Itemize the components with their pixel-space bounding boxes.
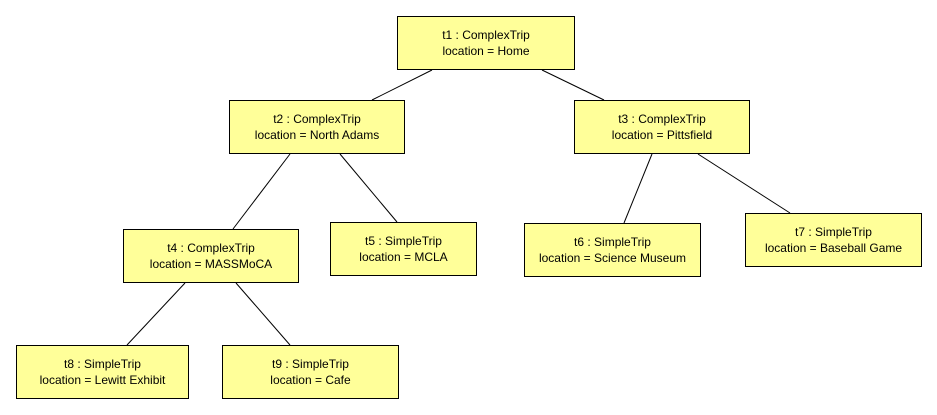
object-node-t6[interactable]: t6 : SimpleTrip location = Science Museu… [524, 223, 701, 277]
node-attribute: location = Home [442, 44, 530, 58]
link-t3-t7 [697, 153, 791, 214]
node-header: t7 : SimpleTrip [795, 225, 872, 239]
object-node-t5[interactable]: t5 : SimpleTrip location = MCLA [330, 222, 477, 276]
node-attribute: location = MASSMoCA [149, 257, 273, 271]
node-attribute: location = Cafe [270, 373, 351, 387]
node-header: t4 : ComplexTrip [167, 241, 255, 255]
node-attribute: location = Science Museum [538, 251, 687, 265]
object-node-t8[interactable]: t8 : SimpleTrip location = Lewitt Exhibi… [16, 345, 189, 399]
node-header: t2 : ComplexTrip [273, 112, 361, 126]
object-node-t3[interactable]: t3 : ComplexTrip location = Pittsfield [574, 100, 750, 154]
link-t4-t8 [126, 282, 186, 346]
node-header: t8 : SimpleTrip [64, 357, 141, 371]
node-header: t9 : SimpleTrip [272, 357, 349, 371]
object-node-t1[interactable]: t1 : ComplexTrip location = Home [397, 16, 575, 70]
object-node-t2[interactable]: t2 : ComplexTrip location = North Adams [229, 100, 405, 154]
link-t3-t6 [623, 153, 653, 224]
node-header: t5 : SimpleTrip [365, 234, 442, 248]
node-header: t3 : ComplexTrip [618, 112, 706, 126]
object-node-t4[interactable]: t4 : ComplexTrip location = MASSMoCA [123, 229, 299, 283]
node-header: t6 : SimpleTrip [574, 235, 651, 249]
link-t1-t3 [541, 69, 605, 101]
node-attribute: location = Lewitt Exhibit [39, 373, 166, 387]
node-attribute: location = North Adams [254, 128, 380, 142]
link-t2-t5 [339, 153, 398, 223]
node-attribute: location = Baseball Game [764, 241, 903, 255]
link-t1-t2 [371, 69, 433, 101]
link-t4-t9 [235, 282, 291, 346]
node-header: t1 : ComplexTrip [442, 28, 530, 42]
object-node-t9[interactable]: t9 : SimpleTrip location = Cafe [222, 345, 399, 399]
link-t2-t4 [232, 153, 291, 230]
node-attribute: location = Pittsfield [611, 128, 713, 142]
node-attribute: location = MCLA [359, 250, 448, 264]
object-node-t7[interactable]: t7 : SimpleTrip location = Baseball Game [745, 213, 922, 267]
